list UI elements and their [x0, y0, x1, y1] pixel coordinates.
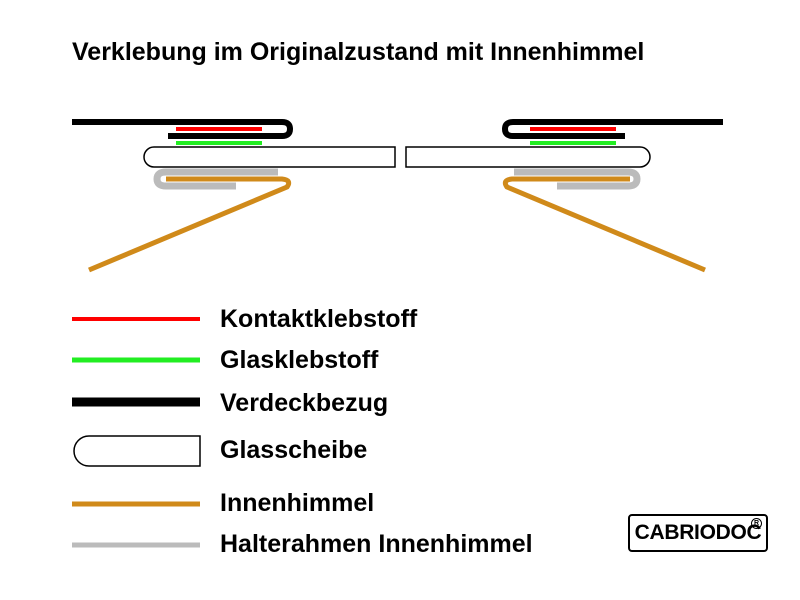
left-section [72, 119, 396, 273]
logo-text: CABRIODOC [634, 521, 762, 544]
left-glass-pane [143, 146, 396, 168]
legend-label-glass-adhesive: Glasklebstoff [220, 346, 379, 374]
registered-mark-icon: R [751, 518, 762, 529]
right-headliner-frame [514, 168, 641, 190]
right-headliner [502, 176, 706, 273]
legend-swatches [72, 317, 201, 548]
legend-label-headliner-frame: Halterahmen Innenhimmel [220, 530, 533, 558]
legend-swatch-glass-pane [73, 435, 201, 467]
right-top-cover [501, 119, 723, 139]
legend-label-top-cover: Verdeckbezug [220, 389, 389, 417]
cabriodoc-logo: CABRIODOC R [628, 514, 768, 552]
left-headliner [88, 176, 292, 273]
legend-label-headliner: Innenhimmel [220, 489, 375, 517]
legend-label-glass-pane: Glasscheibe [220, 436, 368, 464]
legend-label-contact-adhesive: Kontaktklebstoff [220, 305, 418, 333]
right-glass-pane [405, 146, 651, 168]
page-title: Verklebung im Originalzustand mit Innenh… [72, 38, 645, 66]
left-headliner-frame [153, 168, 278, 190]
left-top-cover [72, 119, 294, 139]
right-section [405, 119, 723, 273]
